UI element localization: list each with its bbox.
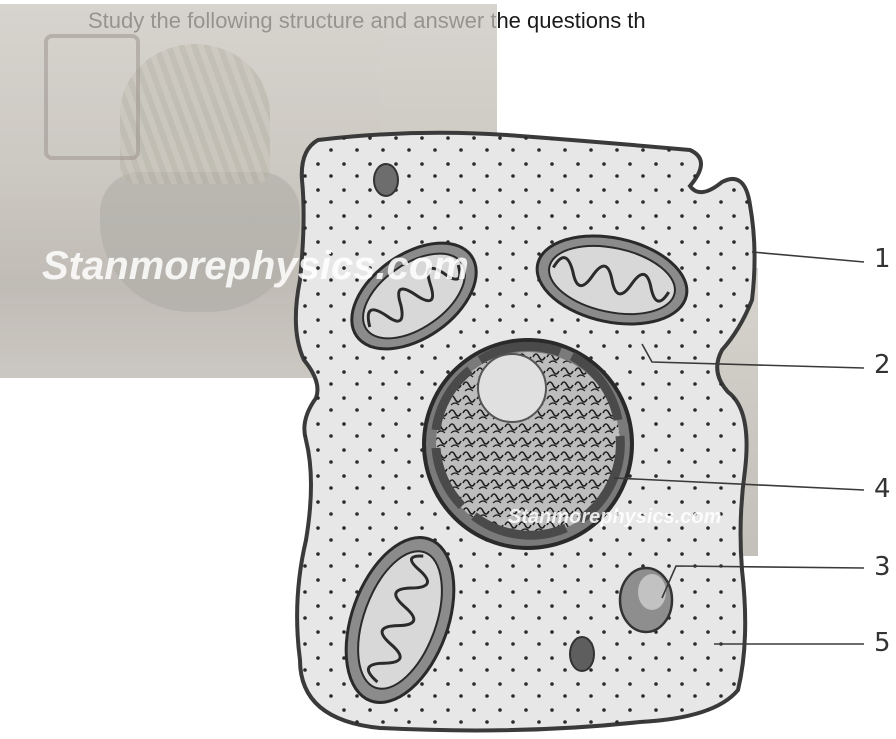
watermark-text-secondary: Stanmorephysics.com (508, 506, 721, 529)
vesicle-small-top (374, 164, 398, 196)
label-3: 3 (874, 552, 891, 582)
label-5: 5 (874, 628, 891, 658)
leader-line-1 (752, 252, 864, 262)
label-4: 4 (874, 474, 891, 504)
vesicle-small-bottom (570, 637, 594, 671)
label-1: 1 (874, 244, 891, 274)
label-2: 2 (874, 350, 891, 380)
nucleolus (478, 354, 546, 422)
watermark-text: Stanmorephysics.com (42, 244, 469, 289)
